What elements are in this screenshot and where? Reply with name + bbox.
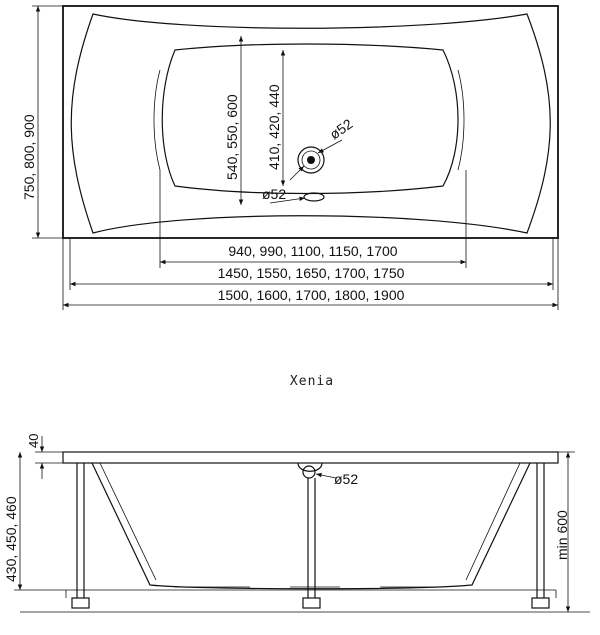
tub-outer-outline [62,5,559,239]
width-mid-label: 540, 550, 600 [224,94,240,180]
model-caption: Xenia [290,374,334,389]
tub-side-inner-left [99,462,157,581]
side-view: ø52 40 430, 450, 460 [3,434,590,613]
rim-height-label: 40 [26,434,41,448]
length-outer-label: 1500, 1600, 1700, 1800, 1900 [218,287,405,303]
length-inner-label: 940, 990, 1100, 1150, 1700 [228,243,397,259]
tub-basin-outline [161,43,459,195]
overflow-diameter-label: ø52 [262,186,286,202]
drain-icon [289,139,343,181]
tub-bowl-outline [70,13,551,234]
overflow-icon [269,192,325,204]
length-mid-label: 1450, 1550, 1650, 1700, 1750 [218,265,405,281]
top-view: ø52 ø52 750, 800, 900 540, 550, 600 410,… [21,5,559,310]
width-inner-label: 410, 420, 440 [266,84,282,170]
side-drain-diameter-label: ø52 [334,471,358,487]
min-height-label: min 600 [554,510,570,560]
tub-side-profile [91,462,531,590]
support-legs [65,463,557,609]
tub-side-inner-right [465,462,521,581]
side-drain-icon [297,462,337,479]
basin-left-shade [153,69,161,171]
basin-right-shade [457,69,465,171]
tub-rim [62,451,559,464]
width-outer-label: 750, 800, 900 [21,114,37,200]
drain-diameter-label: ø52 [327,115,356,142]
depth-label: 430, 450, 460 [3,496,19,582]
